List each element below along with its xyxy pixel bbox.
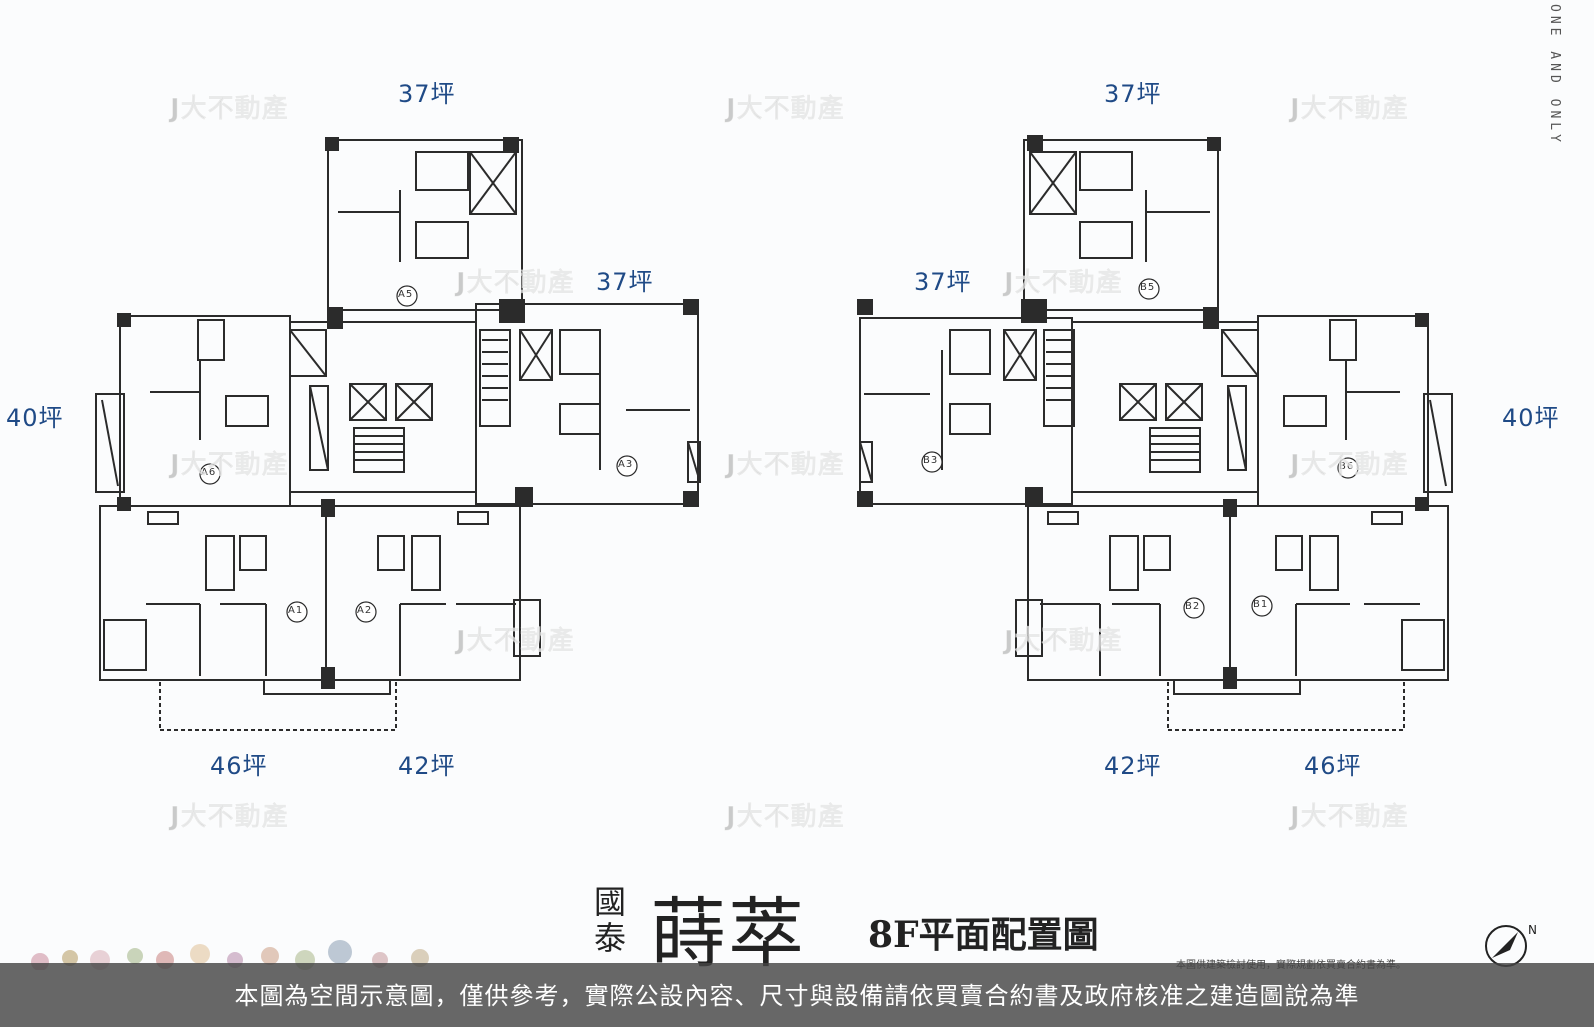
unit-code-b1: B1: [1253, 599, 1269, 610]
unit-code-a5: A5: [398, 289, 414, 300]
unit-code-a2: A2: [357, 605, 373, 616]
size-label-right-side: 40坪: [1502, 404, 1560, 432]
watermark: J大不動產: [1004, 626, 1123, 657]
plan-title: 8F平面配置圖: [868, 914, 1099, 956]
watermark: J大不動產: [456, 626, 575, 657]
watermark: J大不動產: [170, 450, 289, 481]
size-label-right-upper-left: 37坪: [914, 268, 972, 296]
watermark: J大不動產: [1290, 450, 1409, 481]
watermark: J大不動產: [726, 94, 845, 125]
unit-code-b6: B6: [1339, 461, 1355, 472]
watermark: J大不動產: [170, 94, 289, 125]
left-building-plan: [95, 137, 701, 731]
unit-code-b5: B5: [1140, 282, 1156, 293]
watermark: J大不動產: [726, 450, 845, 481]
watermark: J大不動產: [1290, 94, 1409, 125]
right-building-plan: [857, 135, 1453, 731]
unit-code-b3: B3: [923, 455, 939, 466]
watermark: J大不動產: [726, 802, 845, 833]
size-label-left-upper-right: 37坪: [596, 268, 654, 296]
disclaimer-bar: [0, 963, 1594, 1027]
size-label-right-bottom-left: 42坪: [1104, 752, 1162, 780]
size-label-right-bottom-right: 46坪: [1304, 752, 1362, 780]
side-tag: ONE AND ONLY: [1547, 4, 1562, 146]
watermark: J大不動產: [1290, 802, 1409, 833]
unit-code-a1: A1: [288, 605, 304, 616]
size-label-right-top: 37坪: [1104, 80, 1162, 108]
watermark: J大不動產: [456, 268, 575, 299]
watermark: J大不動產: [1004, 268, 1123, 299]
unit-code-a6: A6: [201, 467, 217, 478]
size-label-left-bottom-left: 46坪: [210, 752, 268, 780]
disclaimer-text: 本圖為空間示意圖，僅供參考，實際公設內容、尺寸與設備請依買賣合約書及政府核准之建…: [234, 982, 1360, 1010]
size-label-left-bottom-right: 42坪: [398, 752, 456, 780]
compass-north-label: N: [1528, 923, 1537, 937]
brand-name-small: 國泰: [594, 883, 627, 957]
unit-code-a3: A3: [618, 459, 634, 470]
watermark: J大不動產: [170, 802, 289, 833]
unit-code-b2: B2: [1185, 601, 1201, 612]
size-label-left-top: 37坪: [398, 80, 456, 108]
size-label-left-side: 40坪: [6, 404, 64, 432]
